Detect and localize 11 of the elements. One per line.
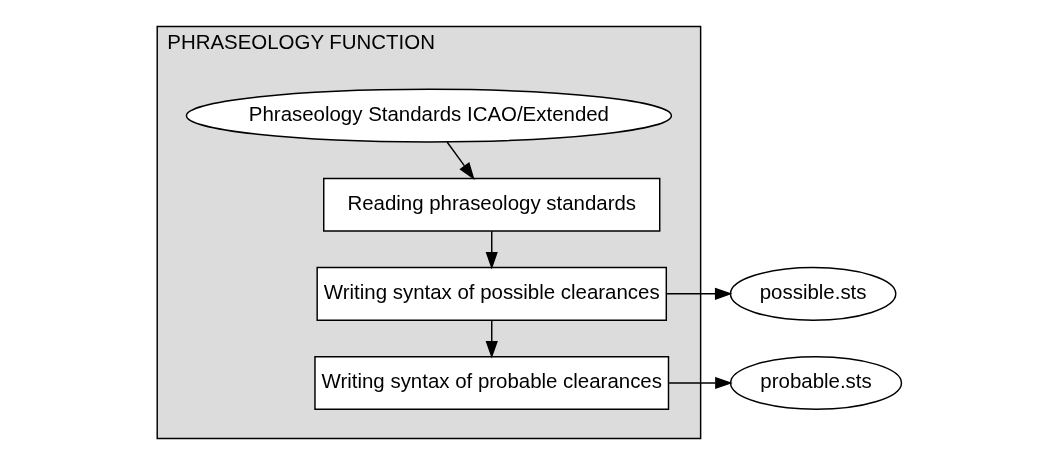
node-ellipse: probable.sts	[729, 355, 903, 410]
node-box: Writing syntax of possible clearances	[316, 266, 668, 321]
arrow	[485, 319, 498, 359]
node-ellipse: possible.sts	[729, 266, 897, 321]
arrow	[668, 376, 733, 389]
node-ellipse: Phraseology Standards ICAO/Extended	[185, 88, 673, 143]
arrow	[485, 229, 498, 269]
arrow	[446, 140, 475, 180]
arrow	[666, 287, 733, 300]
node-box: Writing syntax of probable clearances	[314, 355, 670, 410]
node-box: Reading phraseology standards	[323, 177, 661, 232]
